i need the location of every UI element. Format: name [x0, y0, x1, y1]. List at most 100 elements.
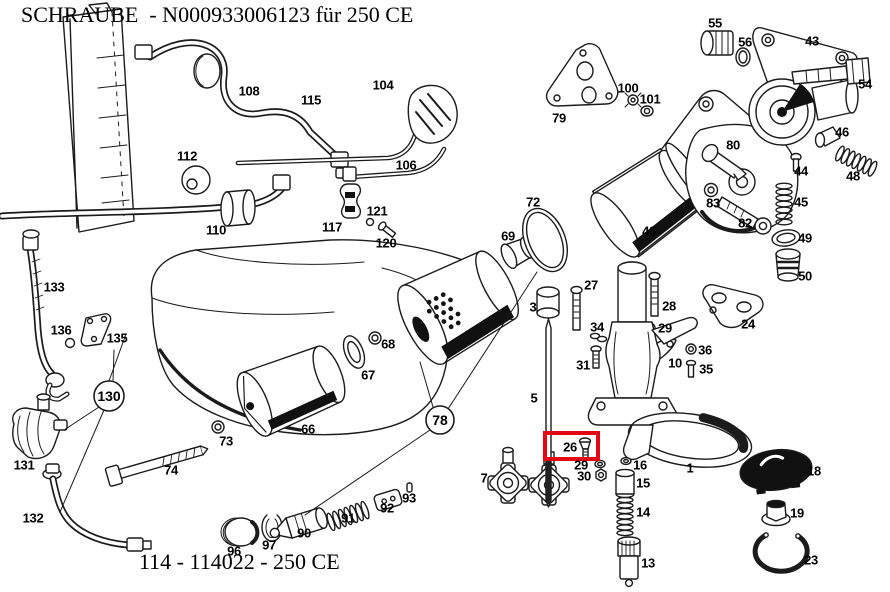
pipe-104-106-drawing: [235, 84, 458, 182]
part-label-72[interactable]: 72: [526, 194, 540, 210]
part-label-3[interactable]: 3: [529, 299, 537, 315]
part-label-43[interactable]: 43: [805, 33, 819, 49]
part-label-110[interactable]: 110: [205, 222, 227, 238]
part-label-1[interactable]: 1: [686, 460, 694, 476]
part-label-80[interactable]: 80: [726, 137, 740, 153]
part-label-78[interactable]: 78: [432, 412, 448, 428]
bolt-80-drawing: [701, 143, 747, 181]
part-label-112[interactable]: 112: [176, 148, 198, 164]
part-label-10[interactable]: 10: [668, 355, 682, 371]
pin-5-drawing: [545, 318, 552, 508]
washer-36-drawing: [685, 343, 697, 355]
part-label-49[interactable]: 49: [798, 230, 812, 246]
part-label-40[interactable]: 40: [642, 223, 656, 239]
part-label-132[interactable]: 132: [22, 510, 44, 526]
part-label-82[interactable]: 82: [738, 215, 752, 231]
part-label-18[interactable]: 18: [807, 463, 821, 479]
part-label-100[interactable]: 100: [617, 80, 639, 96]
part-label-90[interactable]: 90: [297, 525, 311, 541]
part-label-115[interactable]: 115: [300, 92, 322, 108]
part-label-14[interactable]: 14: [636, 504, 650, 520]
part-label-36[interactable]: 36: [698, 342, 712, 358]
gasket-24-drawing: [702, 284, 764, 329]
valve-90-drawing: [269, 507, 328, 539]
part-label-92[interactable]: 92: [380, 500, 394, 516]
part-label-5[interactable]: 5: [530, 390, 538, 406]
part-label-120[interactable]: 120: [375, 235, 397, 251]
part-label-48[interactable]: 48: [846, 168, 860, 184]
part-label-67[interactable]: 67: [361, 367, 375, 383]
part-label-29[interactable]: 29: [574, 457, 588, 473]
part-label-7[interactable]: 7: [480, 470, 488, 486]
part-label-131[interactable]: 131: [13, 457, 35, 473]
part-label-19[interactable]: 19: [790, 505, 804, 521]
bolt-27-drawing: [570, 285, 583, 331]
part-label-68[interactable]: 68: [381, 336, 395, 352]
screw-26-drawing: [578, 437, 592, 459]
part-label-55[interactable]: 55: [708, 15, 722, 31]
washer-29b-drawing: [594, 459, 606, 469]
part-label-24[interactable]: 24: [741, 316, 755, 332]
part-label-96[interactable]: 96: [227, 543, 241, 559]
radiator-drawing: [62, 2, 135, 233]
part-label-50[interactable]: 50: [798, 268, 812, 284]
part-label-15[interactable]: 15: [636, 475, 650, 491]
part-label-108[interactable]: 108: [238, 83, 260, 99]
spring-45-drawing: [775, 182, 793, 226]
part-label-56[interactable]: 56: [738, 34, 752, 50]
part-label-66[interactable]: 66: [301, 421, 315, 437]
circlip-23-drawing: [752, 532, 810, 574]
part-label-101[interactable]: 101: [639, 91, 661, 107]
part-label-136[interactable]: 136: [50, 322, 72, 338]
part-label-16[interactable]: 16: [633, 457, 647, 473]
grommet-112-drawing: [181, 165, 211, 195]
ring-16-drawing: [620, 456, 632, 466]
part-label-13[interactable]: 13: [641, 555, 655, 571]
part-label-93[interactable]: 93: [402, 490, 416, 506]
part-label-45[interactable]: 45: [794, 194, 808, 210]
part-label-46[interactable]: 46: [835, 124, 849, 140]
part-label-74[interactable]: 74: [164, 462, 178, 478]
page-caption: 114 - 114022 - 250 CE: [139, 549, 340, 574]
bolt-28-drawing: [648, 271, 661, 317]
part-label-29[interactable]: 29: [658, 320, 672, 336]
oil-pump-1-drawing: [587, 261, 753, 468]
bolt-82-drawing: [716, 196, 772, 235]
part-label-135[interactable]: 135: [106, 330, 128, 346]
part-label-106[interactable]: 106: [395, 157, 417, 173]
screw-35-drawing: [685, 359, 697, 378]
part-label-34[interactable]: 34: [590, 319, 604, 335]
part-label-83[interactable]: 83: [706, 195, 720, 211]
spring-48-drawing: [834, 145, 878, 177]
part-label-69[interactable]: 69: [501, 228, 515, 244]
hose-110-drawing: [0, 174, 291, 227]
part-label-130[interactable]: 130: [97, 388, 121, 404]
part-label-28[interactable]: 28: [662, 298, 676, 314]
part-label-117[interactable]: 117: [321, 219, 343, 235]
part-label-79[interactable]: 79: [552, 110, 566, 126]
dome-18-drawing: [739, 448, 813, 495]
part-label-121[interactable]: 121: [366, 203, 388, 219]
part-label-44[interactable]: 44: [794, 163, 808, 179]
part-label-26[interactable]: 26: [563, 439, 577, 455]
cap-66-drawing: [236, 345, 346, 437]
washers-34-drawing: [589, 332, 608, 343]
balloon-circles: [93, 380, 455, 435]
valve-131-drawing: [12, 393, 152, 552]
part-label-27[interactable]: 27: [584, 277, 598, 293]
part-label-97[interactable]: 97: [262, 537, 276, 553]
part-label-73[interactable]: 73: [219, 433, 233, 449]
part-label-31[interactable]: 31: [576, 357, 590, 373]
part-label-54[interactable]: 54: [858, 76, 872, 92]
piston-15-drawing: [615, 468, 635, 499]
part-label-30[interactable]: 30: [577, 468, 591, 484]
washer-73-drawing: [211, 420, 225, 434]
part-label-104[interactable]: 104: [372, 77, 394, 93]
ring-56-drawing: [735, 47, 751, 67]
filter-housing-40-cyl: [590, 142, 712, 258]
part-label-133[interactable]: 133: [43, 279, 65, 295]
part-label-23[interactable]: 23: [804, 552, 818, 568]
part-label-91[interactable]: 91: [341, 510, 355, 526]
part-label-35[interactable]: 35: [699, 361, 713, 377]
